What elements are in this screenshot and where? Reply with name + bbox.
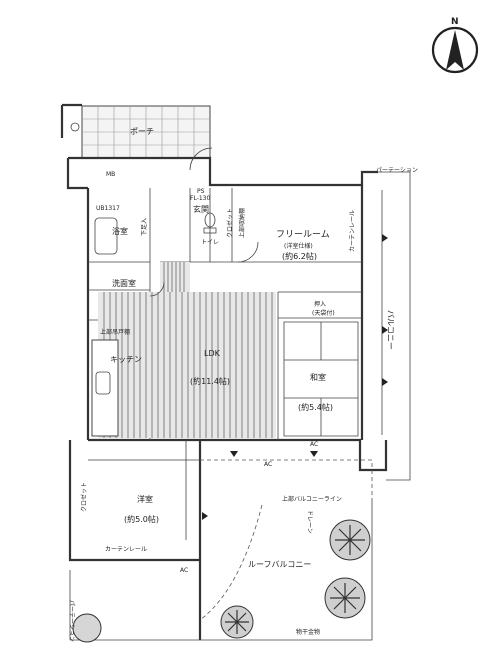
label-free-room-sub: (洋室仕様) [284,242,313,250]
label-partition-top: パーテーション [376,167,418,174]
tree-icon [329,519,371,561]
label-mb: MB [106,171,115,178]
label-curtain-rail: カーテンレール [349,210,356,252]
label-bath: 浴室 [112,226,128,236]
label-yoshitsu-size: (約5.0帖) [124,514,159,524]
label-free-room: フリールーム [276,229,330,240]
label-partition-left: パーテーション [68,600,75,642]
label-shoes: 下足入 [141,218,148,236]
label-washroom: 洗面室 [112,278,136,288]
label-curtain-rail-2: カーテンレール [105,546,147,553]
label-closet-1: クロゼット [226,208,234,238]
label-ac-3: AC [310,441,318,448]
porch-area [60,103,211,159]
label-washitsu-size: (約5.4帖) [298,402,333,412]
tatami-mats [283,321,359,437]
round-planter-icon [72,613,102,643]
north-compass-icon: N [431,17,479,74]
label-free-room-size: (約6.2帖) [282,251,317,261]
label-drain: ドレーン [306,510,313,534]
tree-icon [220,605,254,639]
toilet-icon [203,212,217,234]
label-upper-cabinet: 上部吊戸棚 [100,328,130,336]
ldk-flooring [98,262,276,438]
label-closet-2: クロゼット [80,482,88,512]
label-ac-1: AC [264,461,272,468]
label-ldk: LDK [204,349,221,358]
label-ps: PS [197,188,205,195]
label-washitsu: 和室 [310,372,326,382]
label-roof-balcony: ルーフバルコニー [248,560,311,569]
tree-icon [324,577,366,619]
label-porch: ポーチ [130,127,154,136]
label-kitchen: キッチン [110,355,142,364]
label-ac-2: AC [180,567,188,574]
label-ub: UB1317 [96,205,120,212]
bathtub-icon [94,217,118,255]
label-oshiire-sub: (天袋付) [312,309,335,317]
label-fl: FL-130 [190,195,210,202]
label-storage-shelf: 上部収納棚 [238,208,246,238]
label-balcony: バルコニー [386,310,395,350]
label-entrance: 玄関 [193,204,209,214]
label-laundry: 物干金物 [296,628,320,636]
compass-label: N [451,17,459,27]
window-marker-icon [202,234,388,520]
label-yoshitsu: 洋室 [137,494,153,504]
label-oshiire: 押入 [314,300,326,308]
label-ldk-size: (約11.4帖) [190,376,230,386]
label-upper-balcony-line: 上部バルコニーライン [282,495,342,503]
label-toilet: トイレ [201,239,219,246]
